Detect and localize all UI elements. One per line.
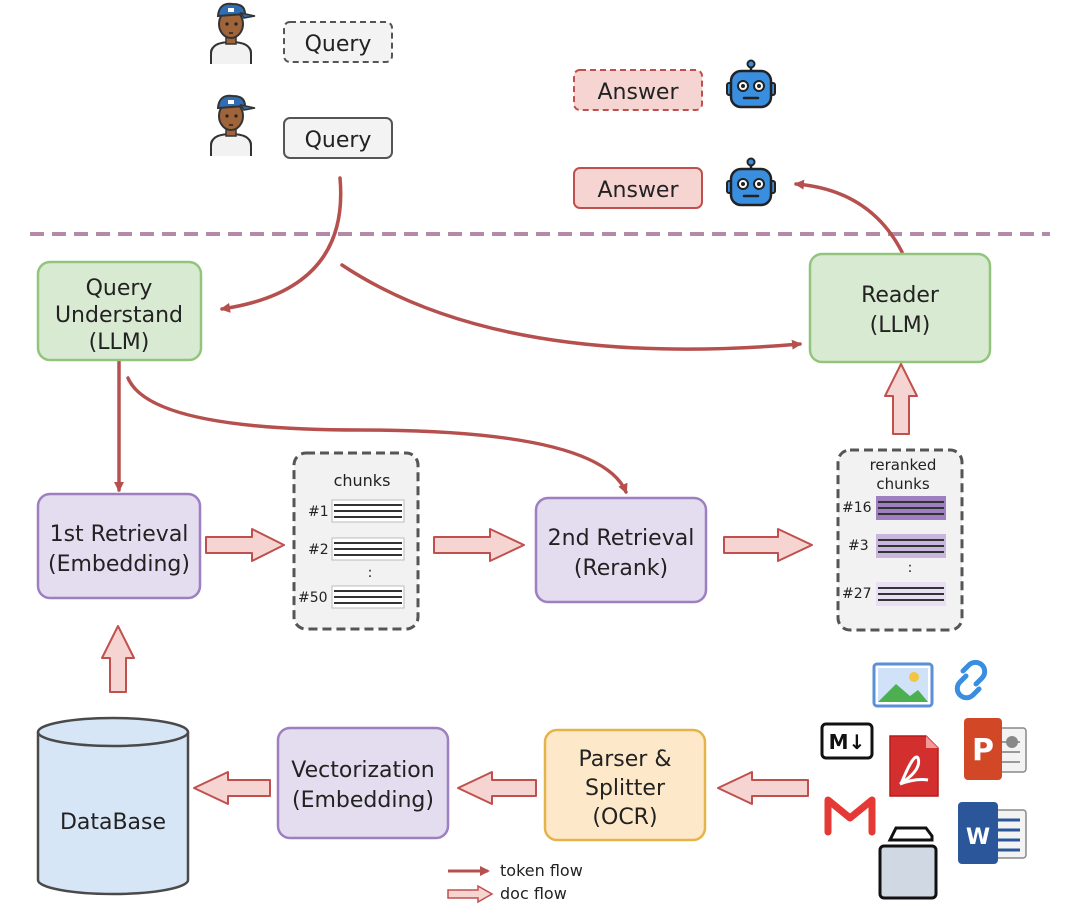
legend: token flow doc flow <box>447 861 583 904</box>
first-retrieval-node: 1st Retrieval (Embedding) <box>36 492 202 600</box>
database-cylinder: DataBase <box>36 716 190 896</box>
parser-line-1: Parser & <box>579 747 672 772</box>
query-understand-node: Query Understand (LLM) <box>36 260 203 362</box>
arrow-understand-to-second <box>126 376 628 494</box>
gmail-icon <box>824 796 876 836</box>
svg-text:P: P <box>972 733 994 768</box>
pdf-icon <box>889 735 939 797</box>
answer-label-1: Answer <box>597 80 679 105</box>
doc-arrow-second-to-reranked <box>723 528 813 562</box>
reader-line-1: Reader <box>861 283 940 308</box>
doc-arrow-first-to-chunks <box>205 528 285 562</box>
parser-line-3: (OCR) <box>592 805 657 830</box>
arrow-reader-to-answer <box>794 179 904 254</box>
folder-file-icon <box>878 826 938 900</box>
legend-doc-label: doc flow <box>500 884 567 903</box>
doc-arrow-parser-to-vector <box>457 771 537 805</box>
chunk-id-2: #2 <box>308 542 329 558</box>
doc-arrow-docs-to-parser <box>717 771 809 805</box>
parser-node: Parser & Splitter (OCR) <box>543 728 707 842</box>
answer-label-2: Answer <box>597 178 679 203</box>
user-avatar-2 <box>210 94 256 157</box>
token-flow-arrows <box>114 176 904 494</box>
doc-flow-arrows <box>101 363 918 805</box>
first-retrieval-line-1: 1st Retrieval <box>50 522 189 547</box>
legend-token-label: token flow <box>500 861 583 880</box>
vectorization-line-2: (Embedding) <box>292 788 434 813</box>
query-bubble-dashed: Query <box>283 21 393 63</box>
parser-line-2: Splitter <box>585 776 666 801</box>
arrow-query-to-reader <box>340 263 802 351</box>
query-bubble-solid: Query <box>283 117 393 159</box>
svg-text:W: W <box>966 825 990 850</box>
reranked-id-2: #3 <box>848 538 869 554</box>
image-file-icon <box>872 662 934 708</box>
markdown-icon-label: M↓ <box>829 730 866 754</box>
doc-arrow-reranked-to-reader <box>884 363 918 435</box>
reranked-id-1: #16 <box>842 500 872 516</box>
answer-bubble-solid: Answer <box>573 167 703 209</box>
robot-icon-1 <box>725 59 777 109</box>
answer-bubble-dashed: Answer <box>573 69 703 111</box>
link-icon <box>954 659 988 701</box>
query-understand-line-2: Understand <box>55 303 183 328</box>
reranked-ellipsis: : <box>908 560 913 576</box>
doc-arrow-vector-to-database <box>193 771 271 805</box>
legend-doc-arrow <box>447 884 494 904</box>
chunk-id-1: #1 <box>308 504 329 520</box>
user-avatar-1 <box>210 2 256 65</box>
chunks-ellipsis: : <box>368 565 373 581</box>
reranked-title-line-1: reranked <box>870 456 937 474</box>
markdown-icon: M↓ <box>820 722 874 760</box>
arrow-query-to-understand <box>220 176 343 313</box>
chunk-id-3: #50 <box>298 590 328 606</box>
query-label-1: Query <box>305 32 372 57</box>
reranked-id-3: #27 <box>842 586 872 602</box>
second-retrieval-line-1: 2nd Retrieval <box>548 526 695 551</box>
first-retrieval-line-2: (Embedding) <box>48 552 190 577</box>
robot-icon-2 <box>725 157 777 207</box>
doc-arrow-database-to-first <box>101 625 135 693</box>
word-icon: W <box>958 802 1027 864</box>
reranked-chunks-box: reranked chunks #16 #3 : #27 <box>836 448 964 632</box>
second-retrieval-line-2: (Rerank) <box>574 556 668 581</box>
vectorization-node: Vectorization (Embedding) <box>276 726 450 840</box>
query-understand-line-1: Query <box>86 276 153 301</box>
database-label: DataBase <box>60 810 166 835</box>
query-understand-line-3: (LLM) <box>89 330 150 355</box>
reranked-title-line-2: chunks <box>876 475 929 493</box>
chunks-title: chunks <box>334 471 391 490</box>
powerpoint-icon: P <box>964 718 1027 780</box>
reader-line-2: (LLM) <box>870 313 931 338</box>
chunks-box: chunks #1 #2 : #50 <box>292 451 420 631</box>
reader-node: Reader (LLM) <box>808 252 992 364</box>
second-retrieval-node: 2nd Retrieval (Rerank) <box>534 496 708 604</box>
query-label-2: Query <box>305 128 372 153</box>
doc-arrow-chunks-to-second <box>433 528 525 562</box>
vectorization-line-1: Vectorization <box>291 758 434 783</box>
